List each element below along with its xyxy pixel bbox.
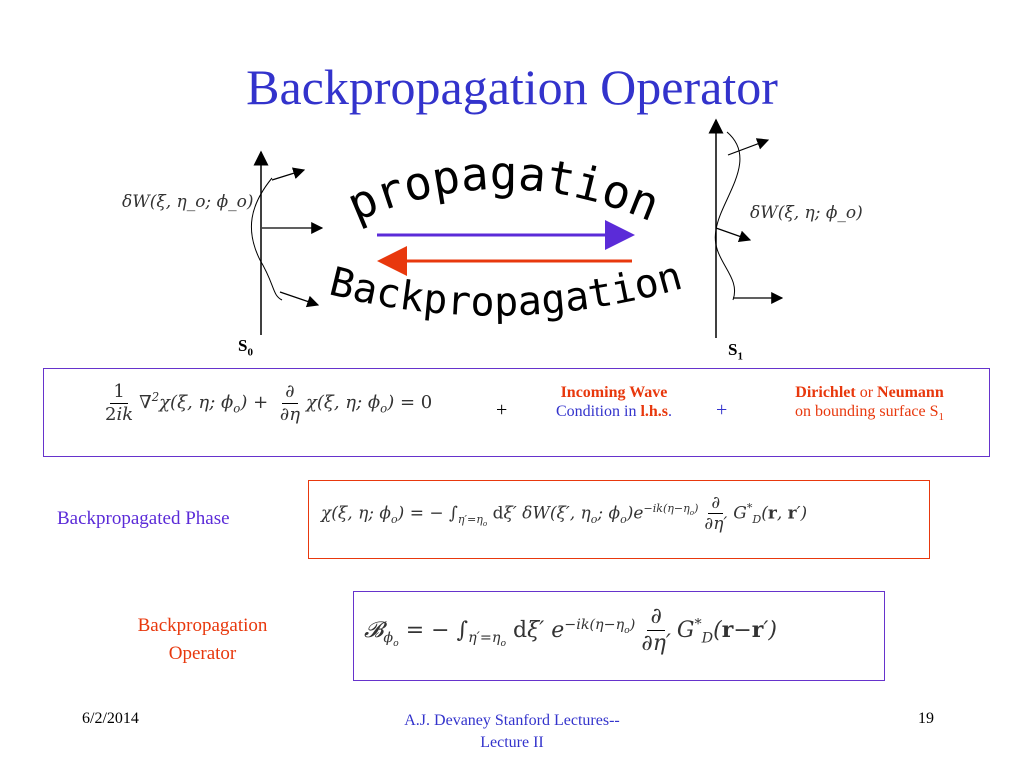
footer-date: 6/2/2014 — [82, 710, 139, 727]
backpropagated-phase-box: χ(ξ, η; ϕo) = − ∫η′=ηo dξ′ δW(ξ′, ηo; ϕo… — [308, 480, 930, 559]
right-field-label: δW(ξ, η; ϕ_o) — [750, 203, 863, 223]
left-field-label: δW(ξ, η_o; ϕ_o) — [122, 192, 254, 212]
propagation-word: propagation — [339, 146, 667, 232]
plus-sign: + — [716, 399, 728, 421]
backpropagated-phase-label: Backpropagated Phase — [57, 508, 230, 529]
slide-title: Backpropagation Operator — [246, 59, 778, 115]
plus-sign: + — [496, 399, 508, 421]
backpropagation-word: Backpropagation — [325, 253, 687, 326]
backpropagated-phase-equation: χ(ξ, η; ϕo) = − ∫η′=ηo dξ′ δW(ξ′, ηo; ϕo… — [321, 493, 808, 535]
backpropagation-operator-box: 𝓑ϕo = − ∫η′=ηo dξ′ e−ik(η−ηo)∂∂η′G*D(r−r… — [353, 591, 885, 681]
left-surface-axis — [250, 150, 324, 335]
footer-credit: A.J. Devaney Stanford Lectures-- Lecture… — [404, 712, 620, 751]
backpropagation-operator-label: Backpropagation Operator — [137, 615, 268, 664]
surface-s1-label: S1 — [728, 340, 743, 363]
footer-page-number: 19 — [918, 710, 934, 727]
backpropagation-operator-equation: 𝓑ϕo = − ∫η′=ηo dξ′ e−ik(η−ηo)∂∂η′G*D(r−r… — [364, 604, 777, 657]
incoming-wave-condition: Incoming Wave Condition in l.h.s. — [555, 384, 673, 420]
boundary-condition: Dirichlet or Neumann on bounding surface… — [794, 384, 945, 424]
surface-s0-label: S0 — [238, 336, 253, 359]
propagation-diagram: propagation Backpropagation — [250, 118, 784, 338]
right-surface-axis — [708, 118, 784, 338]
